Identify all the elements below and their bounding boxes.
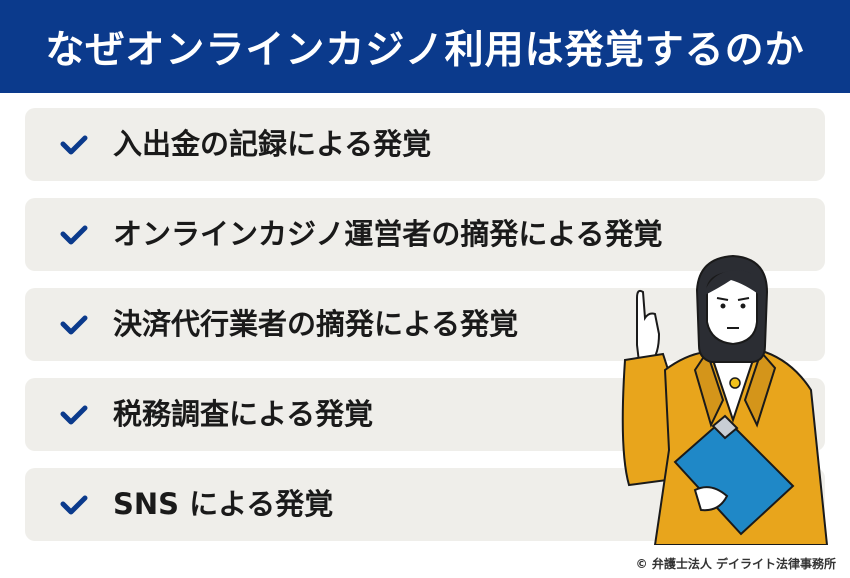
check-icon	[60, 225, 88, 245]
list-item-label: 入出金の記録による発覚	[113, 127, 432, 161]
list-item: 決済代行業者の摘発による発覚	[25, 288, 825, 361]
check-icon	[60, 135, 88, 155]
list-item: オンラインカジノ運営者の摘発による発覚	[25, 198, 825, 271]
list-item-label: オンラインカジノ運営者の摘発による発覚	[113, 217, 663, 251]
check-icon	[60, 405, 88, 425]
lawyer-illustration	[621, 254, 829, 545]
list-item: 入出金の記録による発覚	[25, 108, 825, 181]
page-title: なぜオンラインカジノ利用は発覚するのか	[45, 27, 805, 73]
list-item-label: 決済代行業者の摘発による発覚	[113, 307, 519, 341]
header-banner: なぜオンラインカジノ利用は発覚するのか	[0, 0, 850, 93]
list-item-label: 税務調査による発覚	[113, 397, 374, 431]
check-icon	[60, 495, 88, 515]
list-item-label: SNS による発覚	[113, 487, 334, 521]
check-icon	[60, 315, 88, 335]
copyright-credit: © 弁護士法人 デイライト法律事務所	[635, 557, 836, 571]
